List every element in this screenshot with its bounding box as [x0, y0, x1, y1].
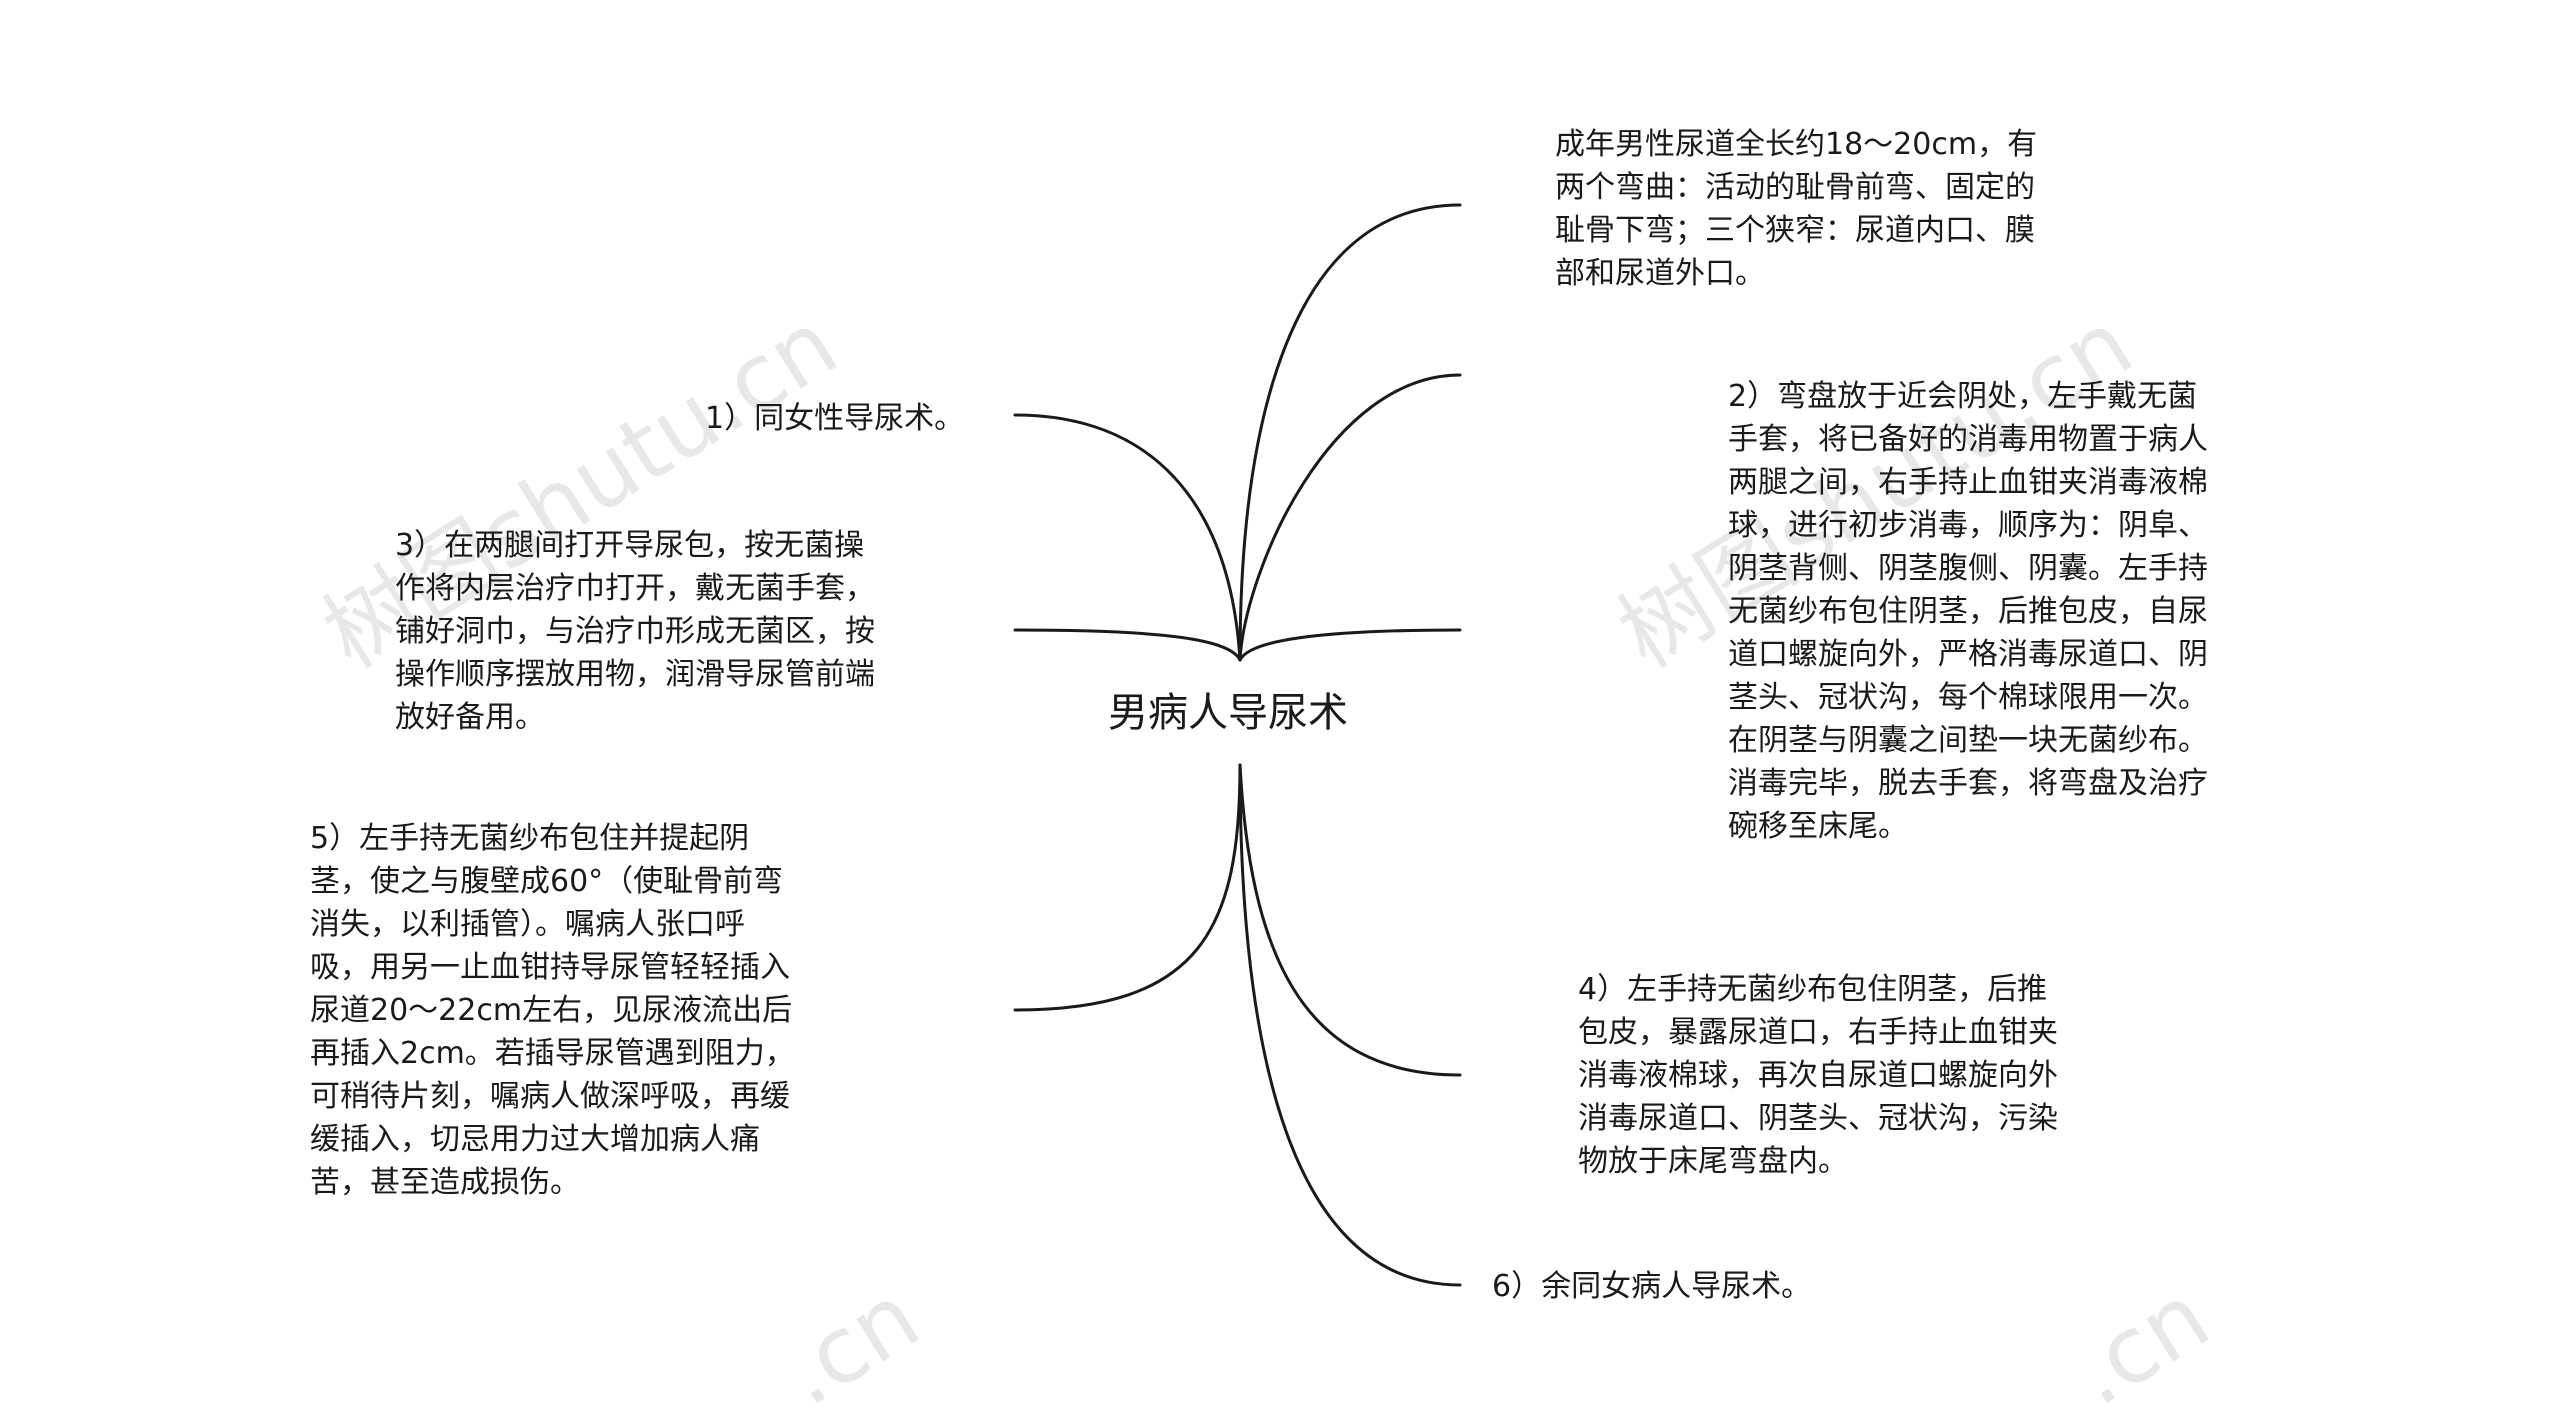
branch-line-step6 [1238, 763, 1462, 1287]
branch-line-step1 [1013, 413, 1242, 662]
node-step6: 6）余同女病人导尿术。 [1492, 1269, 1812, 1304]
branch-line-step3 [1013, 628, 1242, 662]
branch-line-step2-lower [1238, 628, 1462, 662]
node-step4: 4）左手持无菌纱布包住阴茎，后推包皮，暴露尿道口，右手持止血钳夹消毒液棉球，再次… [1578, 972, 2058, 1179]
node-anatomy: 成年男性尿道全长约18～20cm，有两个弯曲：活动的耻骨前弯、固定的耻骨下弯；三… [1555, 127, 2038, 291]
node-step5: 5）左手持无菌纱布包住并提起阴茎，使之与腹壁成60°（使耻骨前弯消失，以利插管）… [310, 821, 795, 1200]
branch-line-step4 [1238, 763, 1462, 1077]
node-step3: 3）在两腿间打开导尿包，按无菌操作将内层治疗巾打开，戴无菌手套，铺好洞巾，与治疗… [395, 528, 875, 735]
root-node-title: 男病人导尿术 [1108, 690, 1348, 736]
branch-line-anatomy [1238, 203, 1462, 662]
branch-line-step5 [1013, 763, 1242, 1012]
branch-line-step2 [1238, 373, 1462, 662]
node-step1: 1）同女性导尿术。 [705, 401, 965, 436]
node-step2: 2）弯盘放于近会阴处，左手戴无菌手套，将已备好的消毒用物置于病人两腿之间，右手持… [1728, 379, 2208, 844]
